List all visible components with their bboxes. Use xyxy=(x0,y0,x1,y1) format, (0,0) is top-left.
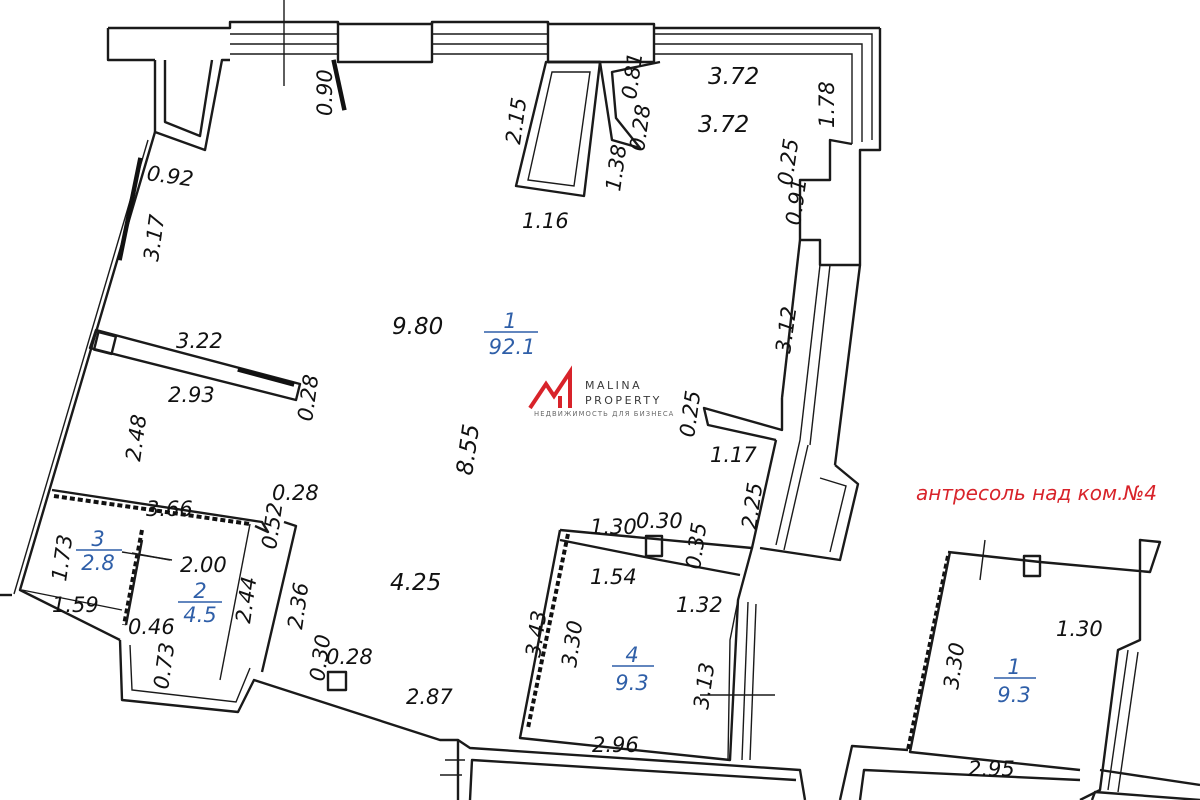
room-label-4: 4 9.3 xyxy=(612,643,654,695)
dim-label: 3.43 xyxy=(521,609,551,659)
dim-label: 9.80 xyxy=(392,314,443,340)
dim-label: 0.90 xyxy=(313,69,337,116)
dim-label: 0.28 xyxy=(625,103,655,153)
dim-label: 2.00 xyxy=(180,553,227,577)
dim-label: 3.66 xyxy=(146,497,193,521)
room-number: 3 xyxy=(91,527,104,551)
dim-label: 1.32 xyxy=(676,593,723,617)
dim-label: 1.30 xyxy=(1056,617,1103,641)
room-area: 9.3 xyxy=(997,683,1030,707)
room-label-1-main: 1 92.1 xyxy=(484,309,538,359)
dim-label: 0.92 xyxy=(145,161,195,191)
dim-label: 1.59 xyxy=(52,593,99,617)
room-number: 1 xyxy=(503,309,516,333)
dim-label: 1.30 xyxy=(590,515,637,539)
dim-label: 1.17 xyxy=(710,443,757,467)
dim-label: 2.44 xyxy=(231,575,261,625)
dim-label: 3.72 xyxy=(698,112,749,138)
room-label-1-mezzanine: 1 9.3 xyxy=(994,655,1036,707)
room-label-2: 2 4.5 xyxy=(178,579,222,627)
dim-label: 0.91 xyxy=(781,177,811,227)
dim-label: 3.12 xyxy=(771,305,801,355)
logo-mark-icon xyxy=(528,365,572,410)
dim-label: 1.73 xyxy=(47,533,77,583)
dim-label: 1.78 xyxy=(815,81,839,128)
dim-label: 0.73 xyxy=(149,641,179,691)
dim-label: 0.81 xyxy=(617,51,647,101)
room-number: 2 xyxy=(193,579,206,603)
dim-label: 1.16 xyxy=(522,209,569,233)
dim-label: 8.55 xyxy=(452,422,485,476)
dim-label: 3.72 xyxy=(708,64,759,90)
room-label-3: 3 2.8 xyxy=(76,527,122,575)
dim-label: 2.48 xyxy=(121,413,151,463)
room-number: 4 xyxy=(625,643,638,667)
dim-label: 2.96 xyxy=(592,733,639,757)
dim-label: 0.28 xyxy=(272,481,319,505)
dim-label: 1.38 xyxy=(601,143,631,193)
dim-label: 0.46 xyxy=(128,615,175,639)
dim-label: 3.30 xyxy=(939,641,969,691)
dim-label: 2.95 xyxy=(968,757,1015,781)
room-area: 92.1 xyxy=(489,335,536,359)
dim-label: 2.36 xyxy=(283,581,313,631)
room-area: 2.8 xyxy=(81,551,114,575)
dim-label: 0.25 xyxy=(675,389,705,439)
dim-label: 1.54 xyxy=(590,565,637,589)
dim-label: 3.22 xyxy=(176,329,223,353)
dim-label: 2.87 xyxy=(406,685,453,709)
dim-label: 2.93 xyxy=(168,383,215,407)
mezzanine-note: антресоль над ком.№4 xyxy=(916,481,1157,505)
dim-label: 3.13 xyxy=(689,661,719,711)
dim-label: 3.17 xyxy=(139,212,169,262)
dim-label: 3.30 xyxy=(557,619,587,669)
room-labels: 1 92.1 3 2.8 2 4.5 4 9.3 1 9.3 xyxy=(76,309,1036,707)
malina-property-logo: MALINA PROPERTY НЕДВИЖИМОСТЬ ДЛЯ БИЗНЕСА xyxy=(528,365,674,418)
dim-label: 4.25 xyxy=(390,570,441,596)
dim-label: 0.28 xyxy=(326,645,373,669)
dim-label: 2.25 xyxy=(737,481,767,531)
logo-tagline: НЕДВИЖИМОСТЬ ДЛЯ БИЗНЕСА xyxy=(534,410,674,418)
logo-name-line2: PROPERTY xyxy=(585,394,662,407)
logo-name-line1: MALINA xyxy=(585,379,642,392)
dim-label: 0.30 xyxy=(636,509,683,533)
room-area: 9.3 xyxy=(615,671,648,695)
room-area: 4.5 xyxy=(183,603,216,627)
dim-label: 0.52 xyxy=(257,501,287,551)
dim-label: 0.35 xyxy=(681,521,711,571)
room-number: 1 xyxy=(1007,655,1020,679)
dim-label: 0.28 xyxy=(293,373,323,423)
dimension-labels: 0.90 2.15 0.81 0.28 3.72 3.72 1.78 1.38 … xyxy=(47,51,1103,781)
